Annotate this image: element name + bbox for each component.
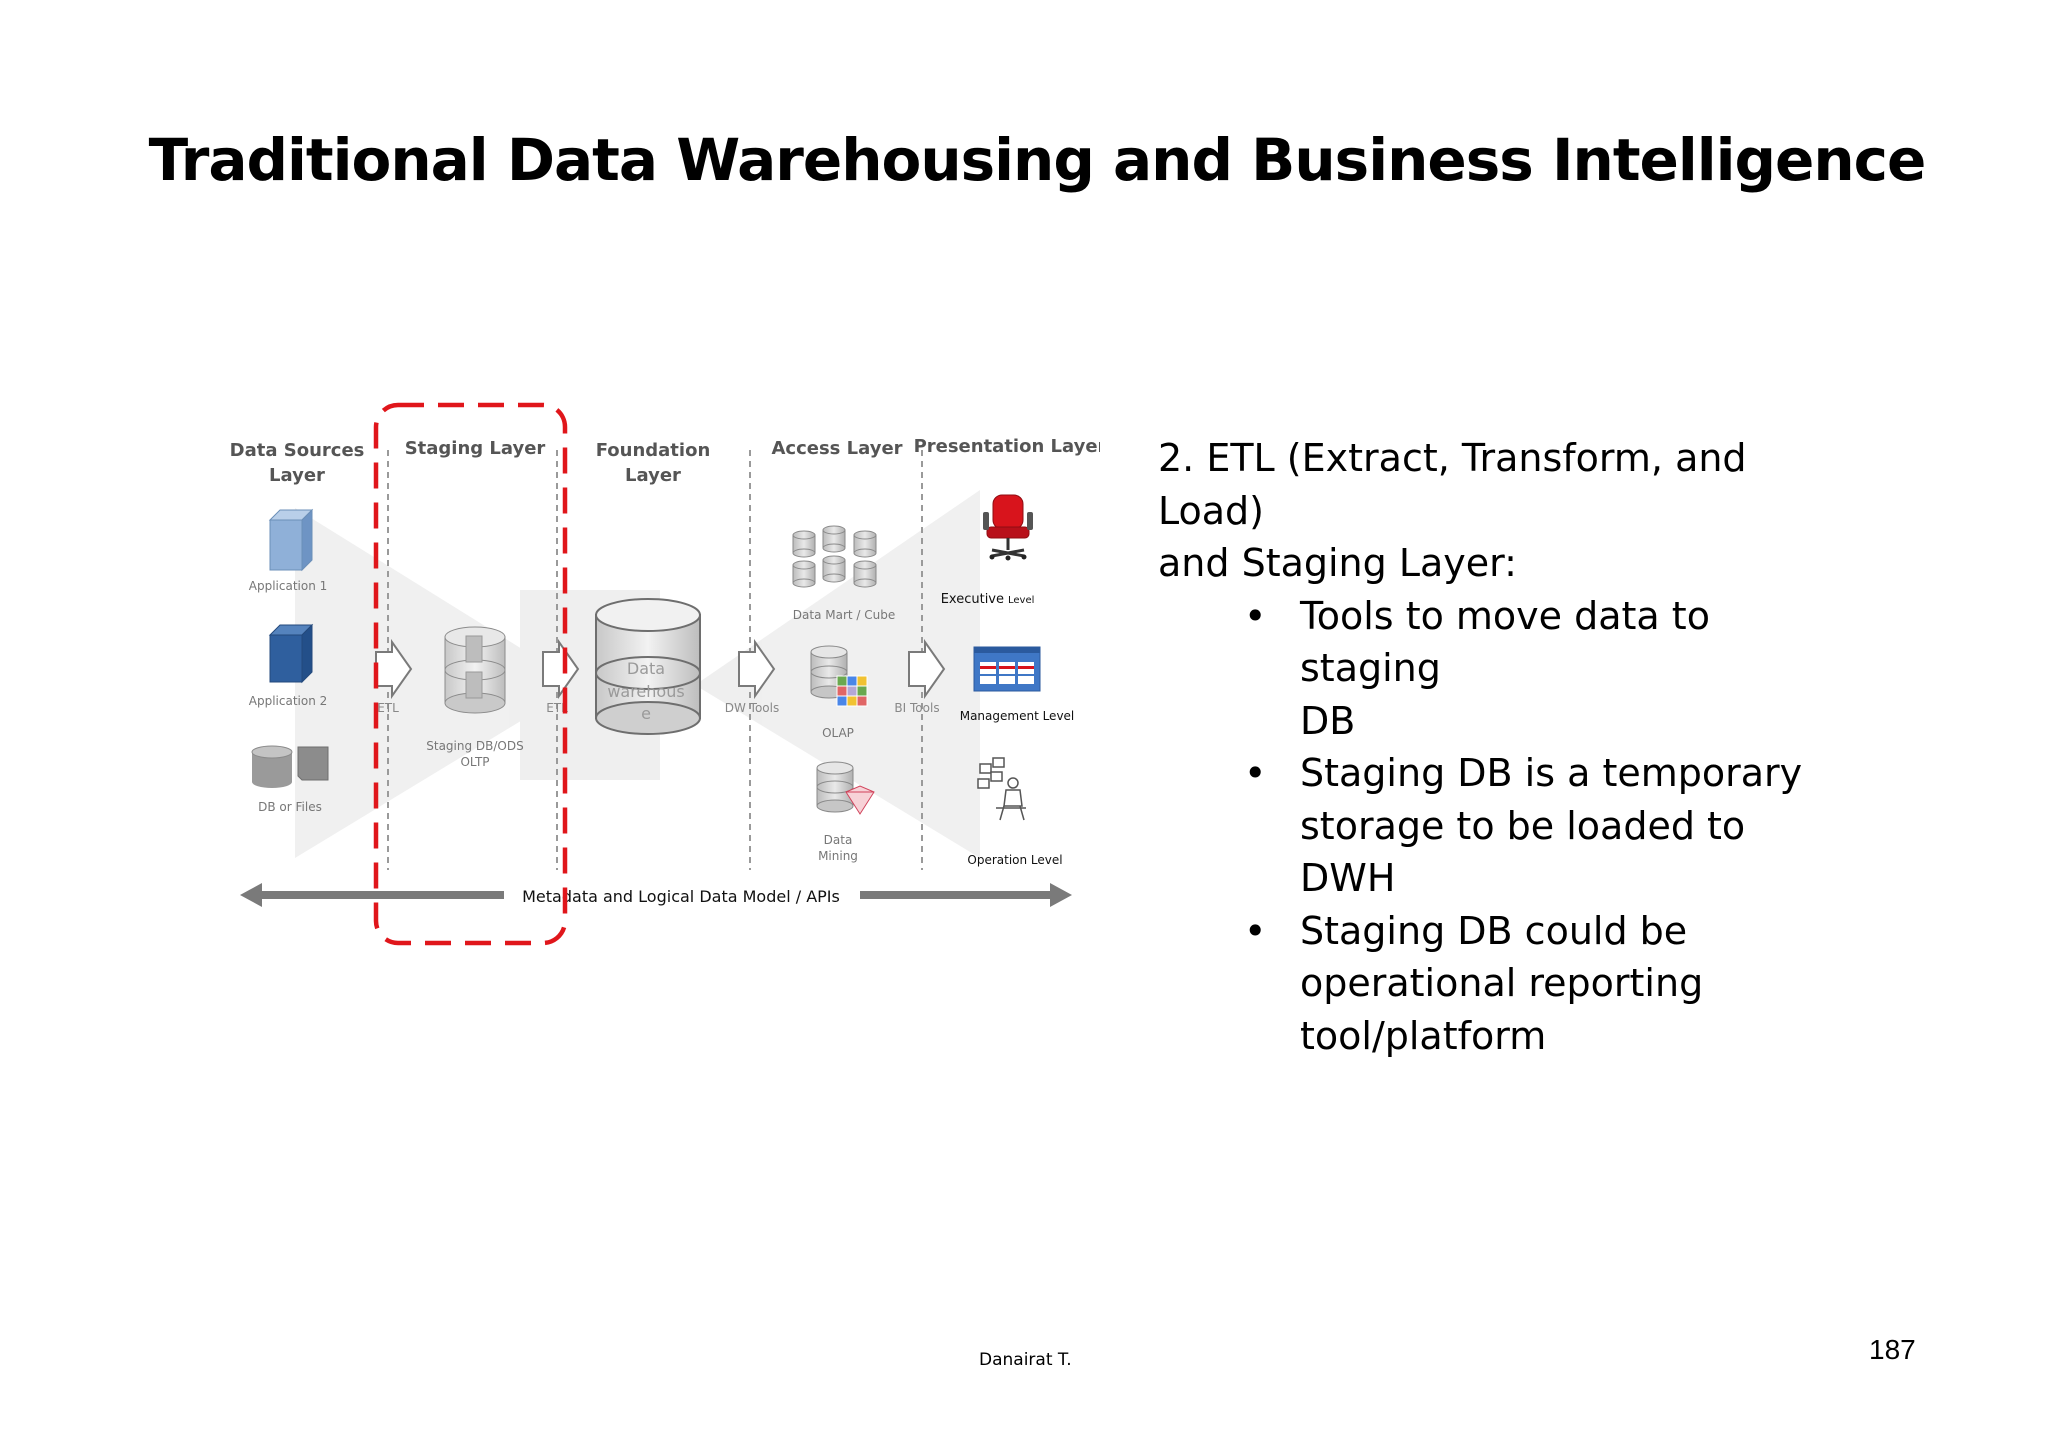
data-warehouse-icon bbox=[595, 598, 701, 735]
panel-heading-line2: and Staging Layer: bbox=[1158, 541, 1517, 585]
bullet-item: • Tools to move data to staging DB bbox=[1244, 590, 1848, 748]
data-mining-icon bbox=[816, 761, 875, 815]
staging-db-icon bbox=[444, 626, 506, 714]
label-application-1: Application 1 bbox=[249, 579, 328, 593]
bullet-line: Staging DB is a temporary bbox=[1300, 751, 1803, 795]
application-2-icon bbox=[268, 623, 314, 684]
warehouse-label-line3: e bbox=[641, 704, 651, 723]
label-executive-level-1: Executive bbox=[941, 592, 1004, 607]
label-staging-db-line1: Staging DB/ODS bbox=[426, 739, 523, 753]
label-data-mining-line1: Data bbox=[824, 833, 853, 847]
metadata-label: Metadata and Logical Data Model / APIs bbox=[522, 887, 840, 906]
bullet-line: DB bbox=[1300, 698, 1356, 743]
header-data-sources-line2: Layer bbox=[269, 465, 325, 486]
label-data-mining-line2: Mining bbox=[818, 849, 858, 863]
panel-bullet-list: • Tools to move data to staging DB • Sta… bbox=[1158, 590, 1848, 1063]
application-1-icon bbox=[268, 508, 314, 572]
bullet-item: • Staging DB is a temporary storage to b… bbox=[1244, 747, 1848, 905]
footer-author: Danairat T. bbox=[979, 1350, 1072, 1370]
bullet-dot: • bbox=[1244, 593, 1267, 638]
label-executive-level-2: Level bbox=[1008, 595, 1034, 606]
dw-tools-arrow bbox=[738, 638, 776, 700]
warehouse-label-line1: Data bbox=[627, 659, 665, 678]
label-application-2: Application 2 bbox=[249, 694, 328, 708]
label-staging-db-line2: OLTP bbox=[460, 755, 489, 769]
label-operation-level: Operation Level bbox=[967, 853, 1062, 867]
bullet-line: operational reporting bbox=[1300, 961, 1704, 1005]
bullet-line: tool/platform bbox=[1300, 1013, 1547, 1058]
label-etl-2: ETL bbox=[546, 701, 568, 715]
bullet-line: Tools to move data to staging bbox=[1300, 593, 1710, 691]
label-dw-tools: DW Tools bbox=[725, 701, 779, 715]
label-data-mart: Data Mart / Cube bbox=[793, 608, 895, 622]
header-presentation-layer: Presentation Layer bbox=[914, 436, 1100, 457]
metadata-double-arrow bbox=[240, 883, 1072, 907]
label-db-or-files: DB or Files bbox=[258, 800, 322, 814]
bullet-item: • Staging DB could be operational report… bbox=[1244, 905, 1848, 1063]
flow-arrows bbox=[375, 638, 946, 700]
bullet-dot: • bbox=[1244, 751, 1267, 795]
bullet-line: Staging DB could be bbox=[1300, 908, 1688, 953]
db-or-files-icon bbox=[251, 745, 329, 788]
warehouse-label-line2: warehous bbox=[607, 682, 684, 701]
data-mart-icon bbox=[792, 525, 877, 588]
header-data-sources-line1: Data Sources bbox=[230, 440, 365, 461]
operation-workstation-icon bbox=[977, 757, 1026, 821]
bi-architecture-diagram: Data Sources Layer Staging Layer Foundat… bbox=[230, 402, 1100, 946]
header-access-layer: Access Layer bbox=[771, 438, 902, 459]
etl-arrow-2 bbox=[542, 638, 580, 700]
label-etl-1: ETL bbox=[377, 701, 399, 715]
header-staging-layer: Staging Layer bbox=[405, 438, 546, 459]
header-foundation-line2: Layer bbox=[625, 465, 681, 486]
olap-icon bbox=[810, 645, 868, 707]
slide-title: Traditional Data Warehousing and Busines… bbox=[148, 126, 1927, 194]
panel-heading-line1: 2. ETL (Extract, Transform, and Load) bbox=[1158, 436, 1747, 533]
bullet-dot: • bbox=[1244, 908, 1267, 953]
label-management-level: Management Level bbox=[960, 709, 1075, 723]
bullet-line: storage to be loaded to DWH bbox=[1300, 803, 1746, 901]
label-olap: OLAP bbox=[822, 726, 854, 740]
etl-description-panel: 2. ETL (Extract, Transform, and Load) an… bbox=[1158, 432, 1848, 1062]
management-dashboard-icon bbox=[973, 646, 1041, 692]
label-bi-tools: BI Tools bbox=[894, 701, 939, 715]
header-foundation-line1: Foundation bbox=[596, 440, 711, 461]
etl-arrow-1 bbox=[375, 638, 413, 700]
bi-tools-arrow bbox=[908, 638, 946, 700]
staging-highlight-box bbox=[373, 402, 568, 946]
page-number: 187 bbox=[1869, 1334, 1916, 1365]
executive-chair-icon bbox=[983, 494, 1033, 561]
